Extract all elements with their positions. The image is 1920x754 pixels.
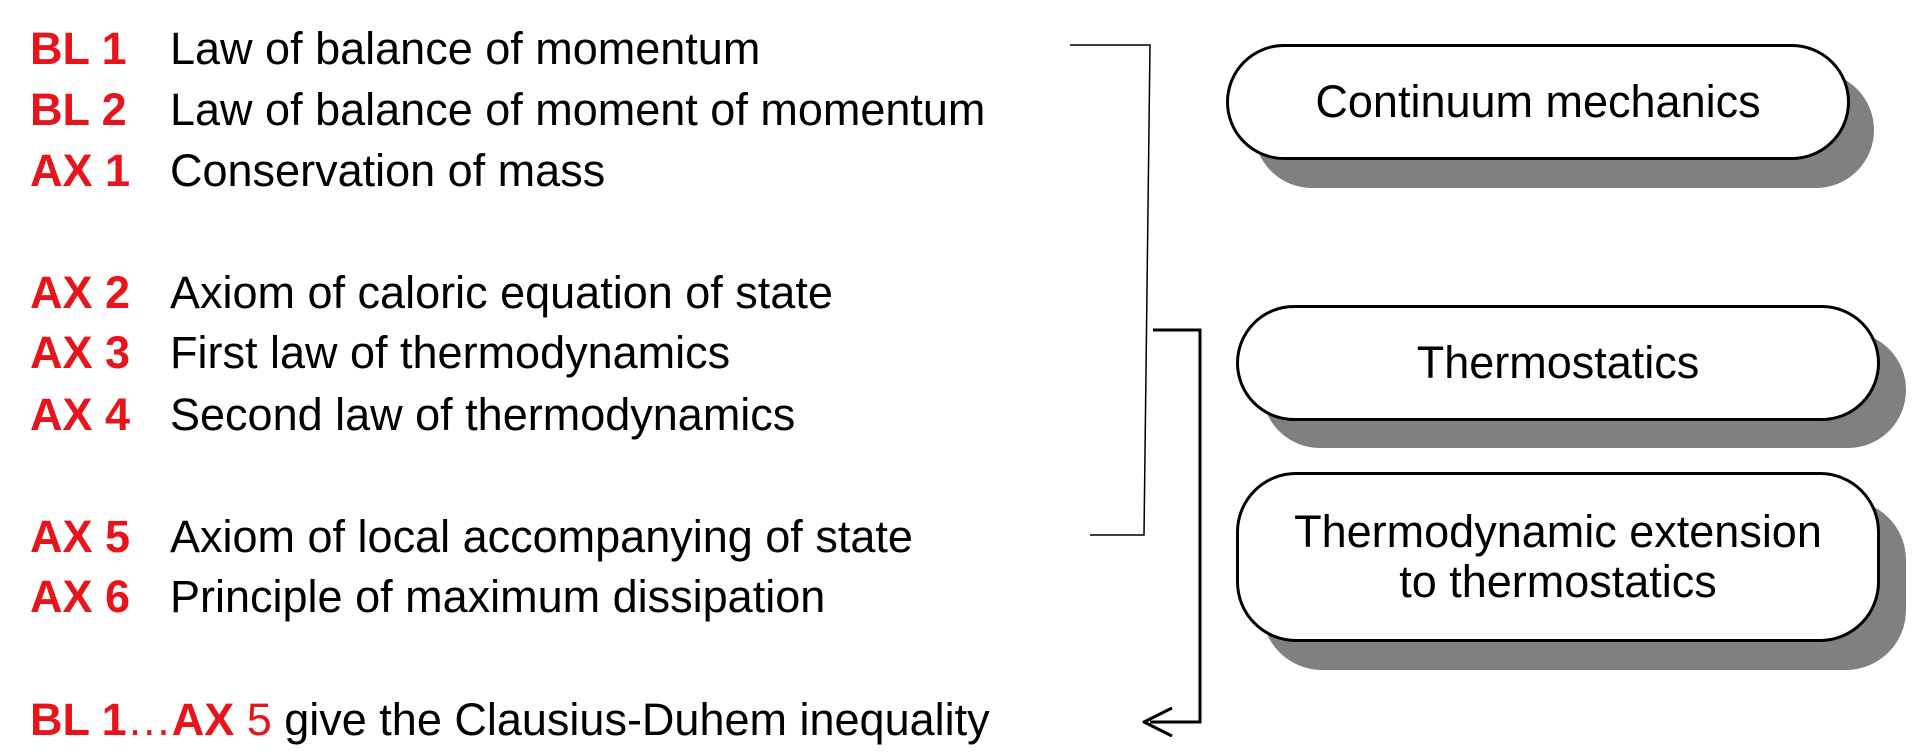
axiom-ax2: AX 2 Axiom of caloric equation of state: [30, 270, 833, 315]
axiom-text: Law of balance of moment of momentum: [170, 84, 986, 135]
thermodynamic-extension-box: Thermodynamic extension to thermostatics: [1236, 472, 1880, 642]
conclusion-start-code: BL 1: [30, 694, 127, 745]
axiom-code: AX 5: [30, 511, 131, 562]
bracket-upper: [1070, 44, 1151, 536]
axiom-text: Conservation of mass: [170, 145, 606, 196]
continuum-mechanics-box: Continuum mechanics: [1226, 44, 1850, 160]
conclusion-end-num: 5: [234, 694, 272, 745]
conclusion-text: give the Clausius-Duhem inequality: [271, 694, 990, 745]
extension-label-line2: to thermostatics: [1399, 556, 1717, 607]
axiom-ax1: AX 1 Conservation of mass: [30, 148, 605, 193]
axiom-ax6: AX 6 Principle of maximum dissipation: [30, 574, 825, 619]
axiom-code: AX 3: [30, 327, 131, 378]
axiom-text: Principle of maximum dissipation: [170, 571, 826, 622]
axiom-code: BL 1: [30, 23, 127, 74]
axiom-code: AX 4: [30, 389, 131, 440]
continuum-mechanics-label: Continuum mechanics: [1315, 75, 1761, 127]
bracket-lower: [1150, 328, 1202, 724]
axiom-code: BL 2: [30, 84, 127, 135]
arrow-head-icon: [1142, 706, 1173, 738]
axiom-text: First law of thermodynamics: [170, 327, 731, 378]
axiom-text: Axiom of local accompanying of state: [170, 511, 913, 562]
conclusion-end-code: AX: [171, 694, 235, 745]
axiom-code: AX 2: [30, 267, 131, 318]
thermostatics-label: Thermostatics: [1416, 336, 1700, 388]
thermostatics-box: Thermostatics: [1236, 305, 1880, 421]
conclusion-line: BL 1…AX 5 give the Clausius-Duhem inequa…: [30, 697, 990, 742]
axiom-code: AX 1: [30, 145, 131, 196]
axiom-text: Law of balance of momentum: [170, 23, 761, 74]
extension-label-line1: Thermodynamic extension: [1294, 505, 1822, 557]
axiom-ax3: AX 3 First law of thermodynamics: [30, 330, 730, 375]
axiom-ax5: AX 5 Axiom of local accompanying of state: [30, 514, 913, 559]
axiom-code: AX 6: [30, 571, 131, 622]
axiom-text: Axiom of caloric equation of state: [170, 267, 833, 318]
axiom-bl1: BL 1 Law of balance of momentum: [30, 26, 760, 71]
axiom-text: Second law of thermodynamics: [170, 389, 796, 440]
axiom-bl2: BL 2 Law of balance of moment of momentum: [30, 87, 985, 132]
conclusion-ellipsis: …: [126, 694, 172, 745]
axiom-ax4: AX 4 Second law of thermodynamics: [30, 392, 795, 437]
